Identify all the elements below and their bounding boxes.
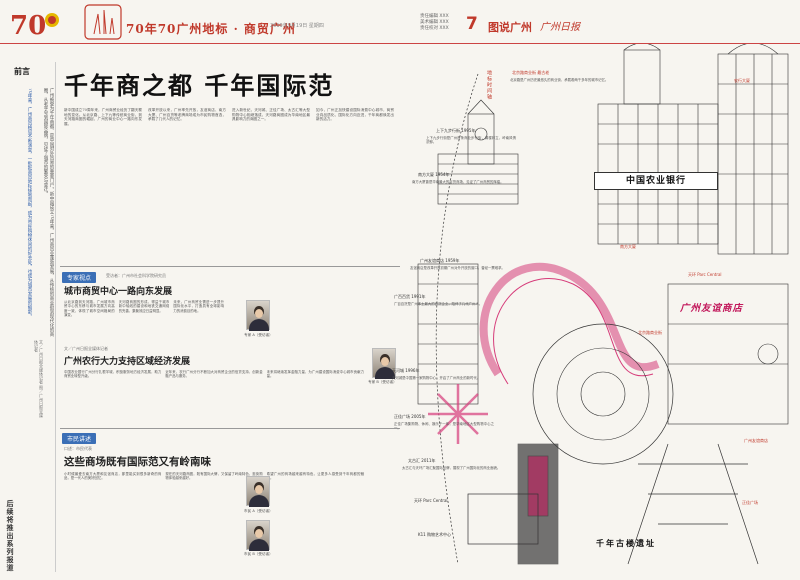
landmark-label: 北京路商业街 最古老 <box>512 70 550 75</box>
landmark-label: 天环 Parc Central <box>414 498 448 503</box>
timeline-vertical-label: 地标时间轴 <box>486 70 492 100</box>
page-headline: 千年商之都 千年国际范 <box>64 71 335 100</box>
expert-article: 从北京路到天河路，广州城市商贸中心的东移与城市发展方向高度一致，体现了城市空间格… <box>64 300 224 342</box>
landmark-blurb: 天河城是中国第一家购物中心，开启了广州商业的新时代。 <box>392 376 481 380</box>
article-column: 从北京路到天河路，广州城市商贸中心的东移与城市发展方向高度一致，体现了城市空间格… <box>64 300 115 317</box>
portrait-caption: 专家 B（受访者） <box>368 380 397 384</box>
article-column: 如今，广州正加快建设国际消费中心城市，商贸业向品质化、国际化方向迈进，千年商都焕… <box>316 108 394 122</box>
landmark-label: 广百百货 1991年 <box>394 294 426 299</box>
landmark-label: 北京路商业街 <box>638 330 662 335</box>
landmark-illustration: 地标时间轴 北京路商业街 最古老 北京路是广州历史最悠久的商业街，承载着两千多年… <box>392 44 800 580</box>
landmark-label: 南方大厦 <box>620 244 636 249</box>
landmark-label: 上下九步行街 1995年 <box>436 128 476 133</box>
citizen-portrait-b <box>246 520 270 551</box>
preface-text-b: 70年来，广州商贸格局不断演变，一批批商贸地标拔地而起，成为市民购物休闲的好去处… <box>27 88 32 319</box>
citizen-tag: 市民讲述 <box>62 433 97 444</box>
main-article: 新中国成立70周年来，广州商贸业经历了翻天覆地的变化。从北京路、上下九等传统商业… <box>64 108 394 258</box>
article-column: 希望广州的商场越来越有特色，让更多人感受到千年商都的魅力。 <box>266 472 364 481</box>
landmark-blurb: 正佳广场集购物、休闲、娱乐于一体，是华南地区大型购物中心之一。 <box>394 422 494 431</box>
portrait-caption: 市民 A（受访者） <box>244 509 273 513</box>
series-title: 70年70广州地标 · 商贸广州 <box>126 22 296 36</box>
expert-portrait-a <box>246 300 270 331</box>
citizen-section-title: 这些商场既有国际范又有岭南味 <box>64 456 211 468</box>
article-column: 未来将继续发挥金融力量，为广州建设国际消费中心城市贡献力量。 <box>266 370 364 379</box>
article-column: 小时候最爱去南方大厦和友谊商店，那里能买到很多新奇的商品，是一代人的美好回忆。 <box>64 472 162 481</box>
landmark-label: 太古汇 2011年 <box>408 458 436 463</box>
landmark-blurb: 北京路是广州历史最悠久的商业街，承载着两千多年的城市记忆。 <box>510 78 609 82</box>
landmark-blurb: 太古汇与天环广场汇聚国际品牌，展现了广州国际化的商业面貌。 <box>402 466 501 470</box>
landmark-label: 正佳广场 <box>742 500 758 505</box>
landmark-seal-icon <box>84 4 122 40</box>
series-vertical-label: 后续将推出系列报道 <box>6 500 15 572</box>
landmark-blurb: 上下九步行街是广州首条商业步行街，骑楼林立，岭南风情浓郁。 <box>426 136 516 145</box>
landmark-label: 天河城 1996年 <box>392 368 420 373</box>
article-column: 新中国成立70周年来，广州商贸业经历了翻天覆地的变化。从北京路、上下九等传统商业… <box>64 108 142 126</box>
landmark-label: K11 购物艺术中心 <box>418 532 451 537</box>
article-column: 未来，广州商贸业需进一步提升国际化水平，打造具有全球影响力的消费目的地。 <box>173 300 225 313</box>
svg-text:70: 70 <box>10 11 46 40</box>
section-divider <box>60 428 400 429</box>
masthead: 70 70年70广州地标 · 商贸广州 2019年9月19日 星期四 责任编辑 … <box>0 0 800 44</box>
preface-text-a: 广州被誉为千年商都，是中国对外贸易的重要门户。新中国成立70年来，广州商贸业蓬勃… <box>43 88 54 337</box>
landmark-label: 天环 Parc Central <box>688 272 722 277</box>
page-number: 7 <box>466 14 478 34</box>
landmark-label: 南方大厦 1954年 <box>418 172 450 177</box>
landmark-label: 广州友谊商店 1959年 <box>420 258 460 263</box>
bank-section-title: 广州农行大力支持区域经济发展 <box>64 357 191 367</box>
illustration-caption: 千年古楼遗址 <box>596 538 656 548</box>
left-column <box>0 62 56 572</box>
section-divider <box>60 266 400 267</box>
citizen-article: 小时候最爱去南方大厦和友谊商店，那里能买到很多新奇的商品，是一代人的美好回忆。 … <box>64 472 364 572</box>
section-byline: 受访者：广州市社会科学院研究员 <box>106 273 166 278</box>
landmark-blurb: 广百百货是广州本土最大的百货企业，陪伴了几代广州人。 <box>394 302 483 306</box>
expert-tag: 专家视点 <box>62 272 97 283</box>
expert-section-title: 城市商贸中心一路向东发展 <box>64 287 173 297</box>
article-column: 现在的天河路商圈，既有国际大牌，又保留了岭南特色，逛街购物体验越来越好。 <box>165 472 263 481</box>
bank-article: 中国农业银行广州分行扎根羊城，积极服务地方经济发展，助力商贸业转型升级。 近年来… <box>64 370 364 420</box>
series-date: 2019年9月19日 星期四 <box>270 23 324 29</box>
newspaper-logo: 广州日报 <box>540 22 580 33</box>
landmark-blurb: 友谊商店是改革开放初期广州对外开放的窗口，曾经一票难求。 <box>410 266 505 270</box>
expert-portrait-b <box>372 348 396 379</box>
anniversary-70-emblem-icon: 70 <box>10 11 59 40</box>
citizen-portrait-a <box>246 476 270 507</box>
landmark-label: 农行大厦 <box>734 78 750 83</box>
landmark-blurb: 南方大厦曾是华南最大的百货商场，见证了广州商贸的辉煌。 <box>412 180 504 184</box>
article-column: 近年来，农行广州分行不断加大对商贸企业的信贷支持，创新金融产品与服务。 <box>165 370 263 379</box>
page-meta: 责任编辑 XXX 美术编辑 XXX 责任校对 XXX <box>420 14 449 31</box>
page-section-title: 图说广州 <box>488 21 532 34</box>
landmark-label: 广州友谊商店 <box>744 438 768 443</box>
portrait-caption: 专家 A（受访者） <box>244 333 273 337</box>
landmark-label: 正佳广场 2005年 <box>394 414 426 419</box>
section-byline: 口述：市民代表 <box>64 446 92 451</box>
article-column: 中国农业银行广州分行扎根羊城，积极服务地方经济发展，助力商贸业转型升级。 <box>64 370 162 379</box>
bank-signboard: 中国农业银行 <box>594 172 718 190</box>
section-byline: 文／广州日报全媒体记者 <box>64 346 108 351</box>
article-column: 天河路商圈的形成，得益于城市新中轴线的建设和地铁交通网络的完善，集聚效应日益明显… <box>118 300 170 313</box>
article-column: 改革开放以来，广州率先开放，友谊商店、南方大厦、广州百货等老牌商场成为市民购物首… <box>148 108 226 122</box>
article-column: 进入新世纪，天河城、正佳广场、太古汇等大型购物中心相继落成，天河路商圈成为华南地… <box>232 108 310 122</box>
preface-label: 前言 <box>14 66 30 76</box>
portrait-caption: 市民 B（受访者） <box>244 552 273 556</box>
store-signboard: 广州友谊商店 <box>680 303 744 314</box>
credits: 文／广州日报全媒体记者 图／广州日报全媒体记者 <box>34 340 44 418</box>
sketch-illustration <box>417 44 789 565</box>
